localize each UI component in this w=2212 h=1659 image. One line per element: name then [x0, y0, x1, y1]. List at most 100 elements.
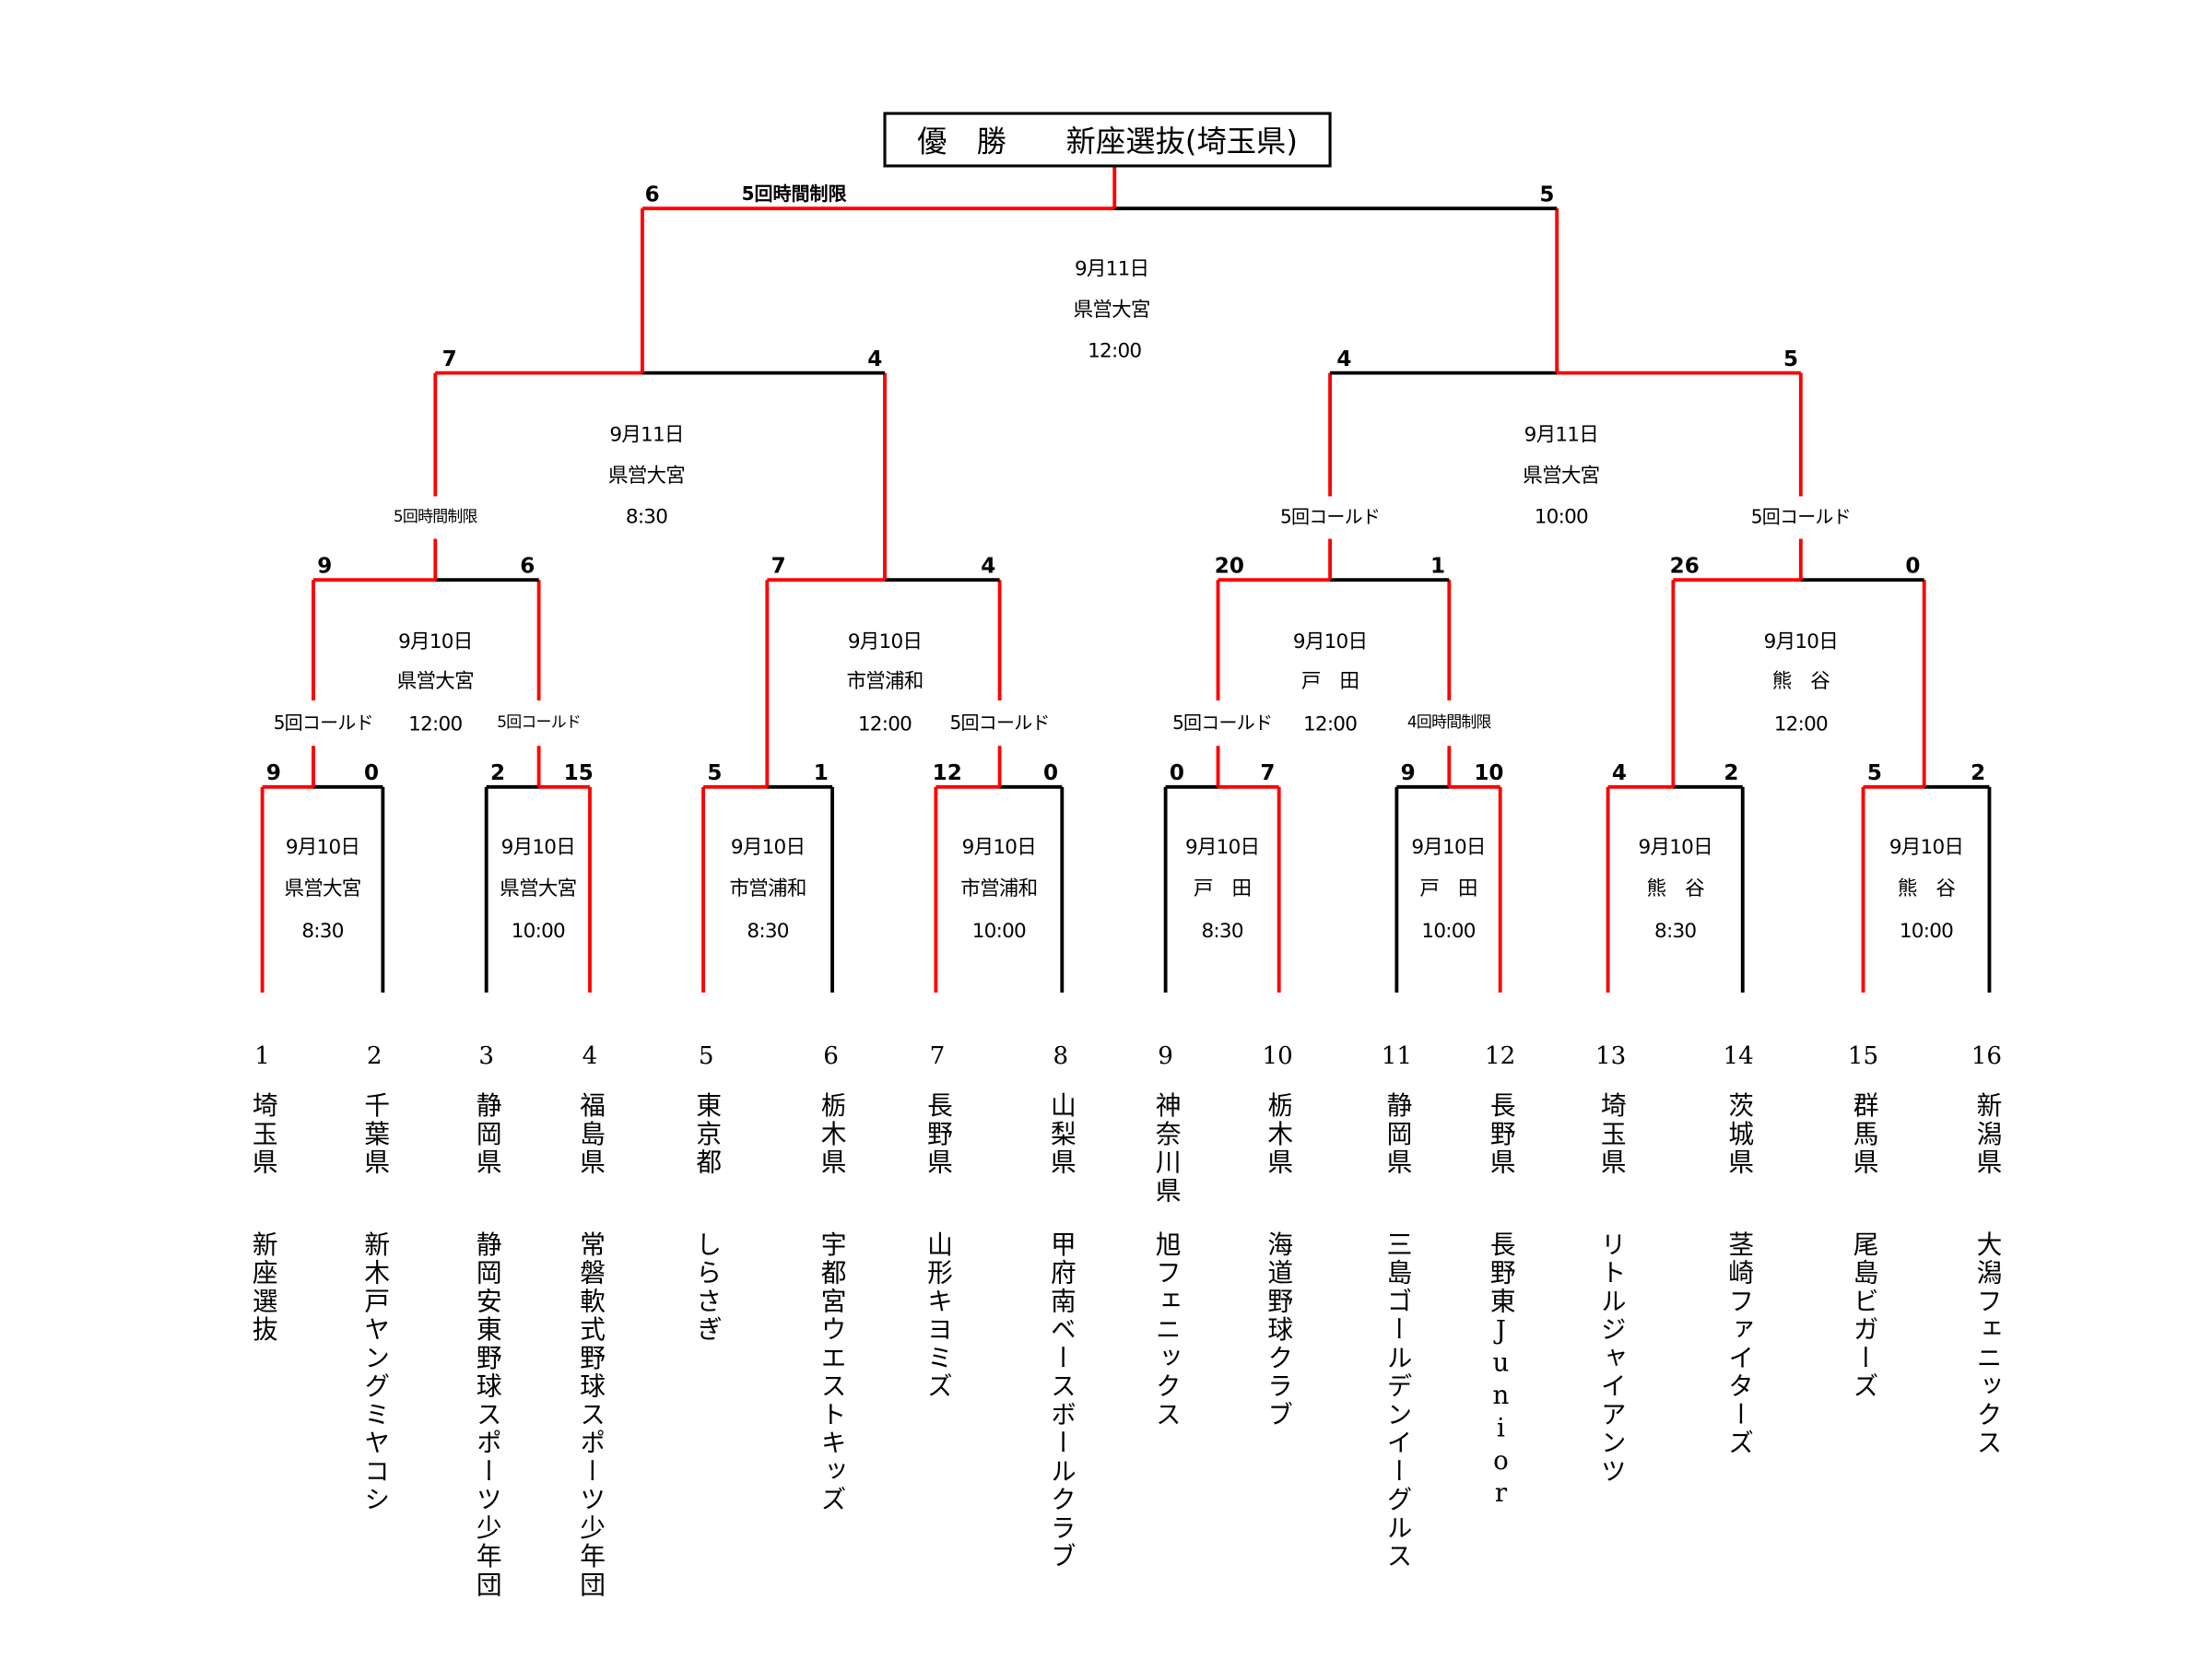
match-time: 12:00 — [1302, 712, 1358, 736]
match-time: 12:00 — [857, 712, 912, 736]
match-time: 10:00 — [1534, 506, 1589, 529]
match-time: 10:00 — [971, 920, 1027, 944]
team-name: 尾島ビガーズ — [1849, 1230, 1879, 1401]
score-left: 5 — [1866, 759, 1882, 786]
team-prefecture: 長野県 — [1486, 1091, 1516, 1177]
team-prefecture: 福島県 — [575, 1091, 606, 1177]
score-right: 2 — [1971, 759, 1986, 786]
team-seed-number: 16 — [1971, 1041, 2003, 1071]
match-time: 8:30 — [747, 920, 789, 944]
team-seed-number: 15 — [1847, 1041, 1879, 1071]
score-left: 2 — [489, 759, 506, 786]
match-date: 9月10日 — [847, 630, 923, 654]
match-date: 9月10日 — [500, 836, 576, 860]
team-seed-number: 9 — [1158, 1041, 1173, 1071]
match-venue: 戸 田 — [1419, 877, 1477, 900]
match-date: 9月10日 — [1638, 836, 1713, 860]
match-time: 10:00 — [511, 920, 566, 944]
team-prefecture: 埼玉県 — [248, 1091, 278, 1177]
final-time: 12:00 — [1088, 340, 1142, 363]
score-right: 10 — [1474, 759, 1504, 786]
match-note: 5回コールド — [949, 712, 1050, 735]
final-date: 9月11日 — [1074, 257, 1149, 281]
match-time: 10:00 — [1421, 920, 1476, 944]
score-right: 0 — [364, 759, 380, 786]
match-date: 9月10日 — [285, 836, 360, 860]
score-right: 0 — [1905, 552, 1921, 579]
final-score-right: 5 — [1539, 181, 1555, 207]
match-date: 9月11日 — [609, 423, 684, 447]
match-venue: 県営大宮 — [396, 670, 475, 694]
team-name: 宇都宮ウエストキッズ — [817, 1230, 847, 1515]
team-name: 海道野球クラブ — [1263, 1230, 1294, 1430]
team-name: 旭フェニックス — [1151, 1230, 1182, 1430]
match-venue: 県営大宮 — [500, 877, 577, 900]
final-score-left: 6 — [644, 181, 660, 207]
match-venue: 戸 田 — [1300, 670, 1359, 694]
match-time: 12:00 — [1773, 712, 1829, 736]
score-left: 4 — [1611, 759, 1627, 786]
score-right: 6 — [520, 552, 535, 579]
score-right: 2 — [1724, 759, 1739, 786]
score-left: 7 — [771, 552, 786, 579]
match-date: 9月10日 — [961, 836, 1037, 860]
team-prefecture: 栃木県 — [1263, 1091, 1294, 1177]
match-venue: 県営大宮 — [284, 877, 361, 900]
match-date: 9月10日 — [1184, 836, 1260, 860]
match-date: 9月10日 — [730, 836, 806, 860]
team-name: 新座選抜 — [248, 1230, 278, 1345]
match-note: 5回コールド — [1172, 712, 1273, 735]
team-prefecture: 埼玉県 — [1596, 1091, 1627, 1177]
team-seed-number: 10 — [1262, 1041, 1293, 1071]
team-seed-number: 14 — [1723, 1041, 1754, 1071]
score-left: 20 — [1214, 552, 1244, 579]
score-left: 7 — [441, 346, 457, 372]
team-prefecture: 群馬県 — [1849, 1091, 1879, 1177]
match-note: 5回コールド — [273, 712, 374, 735]
score-left: 9 — [317, 552, 333, 579]
match-venue: 県営大宮 — [607, 465, 686, 488]
team-name: しらさぎ — [691, 1230, 723, 1345]
score-right: 1 — [813, 759, 829, 786]
match-venue: 熊 谷 — [1897, 877, 1956, 900]
team-prefecture: 茨城県 — [1724, 1091, 1755, 1177]
score-left: 12 — [932, 759, 962, 786]
team-seed-number: 2 — [366, 1041, 382, 1071]
team-prefecture: 静岡県 — [1382, 1091, 1413, 1177]
match-time: 8:30 — [1201, 920, 1243, 944]
match-date: 9月10日 — [1411, 836, 1486, 860]
score-right: 15 — [563, 759, 594, 786]
team-seed-number: 7 — [929, 1041, 946, 1071]
team-seed-number: 11 — [1381, 1041, 1413, 1071]
match-date: 9月10日 — [1888, 836, 1964, 860]
score-left: 4 — [1336, 346, 1352, 372]
score-right: 1 — [1430, 552, 1446, 579]
team-prefecture: 静岡県 — [472, 1091, 502, 1177]
team-name: 常磐軟式野球スポーツ少年団 — [575, 1230, 606, 1600]
match-venue: 戸 田 — [1193, 877, 1252, 900]
score-left: 5 — [707, 759, 723, 786]
score-right: 0 — [1042, 759, 1059, 786]
match-date: 9月11日 — [1524, 423, 1599, 447]
team-seed-number: 6 — [823, 1041, 839, 1071]
score-left: 9 — [1400, 759, 1416, 786]
match-time: 10:00 — [1899, 920, 1954, 944]
team-seed-number: 12 — [1485, 1041, 1516, 1071]
team-name: リトルジャイアンツ — [1596, 1230, 1627, 1487]
team-name: 大潟フェニックス — [1971, 1230, 2003, 1458]
team-seed-number: 13 — [1595, 1041, 1627, 1071]
match-note: 5回コールド — [1280, 507, 1381, 529]
team-name: 茎崎ファイターズ — [1724, 1230, 1755, 1458]
match-time: 8:30 — [625, 506, 668, 529]
team-name: 新木戸ヤングミヤコシ — [359, 1230, 391, 1515]
team-prefecture: 山梨県 — [1046, 1091, 1077, 1177]
match-time: 12:00 — [408, 712, 463, 736]
match-time: 8:30 — [1654, 920, 1697, 944]
match-venue: 市営浦和 — [729, 877, 807, 900]
team-seed-number: 1 — [254, 1041, 270, 1071]
final-note: 5回時間制限 — [741, 183, 847, 206]
team-seed-number: 4 — [582, 1041, 598, 1071]
match-venue: 熊 谷 — [1646, 877, 1705, 900]
